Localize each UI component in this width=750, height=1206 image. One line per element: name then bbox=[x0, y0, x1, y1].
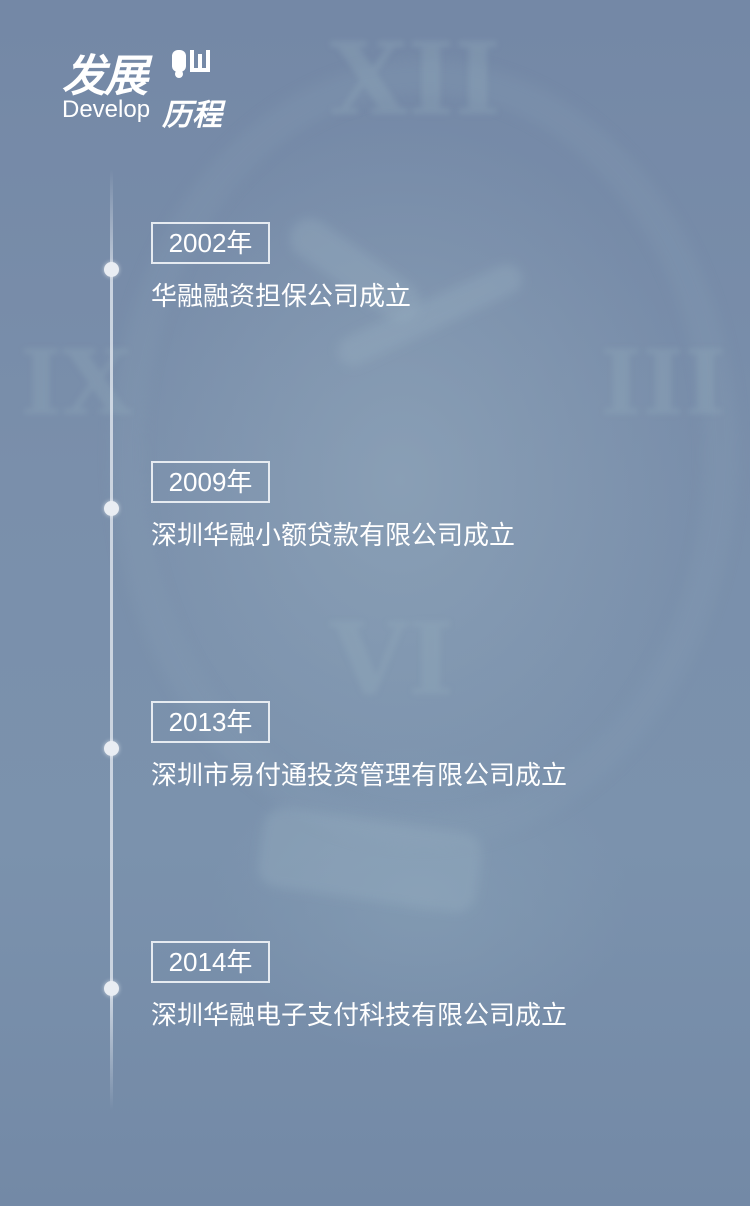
event-description: 深圳市易付通投资管理有限公司成立 bbox=[151, 761, 568, 791]
title-en: Develop bbox=[62, 96, 151, 123]
timeline-dot bbox=[104, 501, 119, 516]
event-year: 2009年 bbox=[151, 461, 270, 503]
clock-numeral-3: III bbox=[600, 330, 727, 436]
section-title-logo: 发展 Develop 历程 bbox=[62, 40, 232, 133]
title-cn-bottom: 历程 bbox=[162, 98, 222, 133]
clock-numeral-9: IX bbox=[20, 330, 132, 436]
event-year: 2014年 bbox=[151, 941, 270, 983]
timeline-line bbox=[110, 170, 113, 1110]
timeline-event: 2014年 深圳华融电子支付科技有限公司成立 bbox=[0, 939, 750, 1059]
timeline-event: 2002年 华融融资担保公司成立 bbox=[0, 220, 750, 340]
timeline-event: 2013年 深圳市易付通投资管理有限公司成立 bbox=[0, 699, 750, 819]
timeline-dot bbox=[104, 262, 119, 277]
clock-numeral-6: VI bbox=[330, 600, 455, 718]
clock-numeral-12: XII bbox=[330, 20, 502, 138]
event-description: 深圳华融小额贷款有限公司成立 bbox=[151, 521, 516, 551]
event-description: 深圳华融电子支付科技有限公司成立 bbox=[151, 1001, 568, 1031]
event-year: 2013年 bbox=[151, 701, 270, 743]
timeline-dot bbox=[104, 981, 119, 996]
title-cn-top: 发展 bbox=[62, 51, 148, 102]
timeline-event: 2009年 深圳华融小额贷款有限公司成立 bbox=[0, 459, 750, 579]
event-description: 华融融资担保公司成立 bbox=[151, 282, 412, 312]
event-year: 2002年 bbox=[151, 222, 270, 264]
timeline-dot bbox=[104, 741, 119, 756]
speech-bubble-icon bbox=[172, 50, 210, 78]
